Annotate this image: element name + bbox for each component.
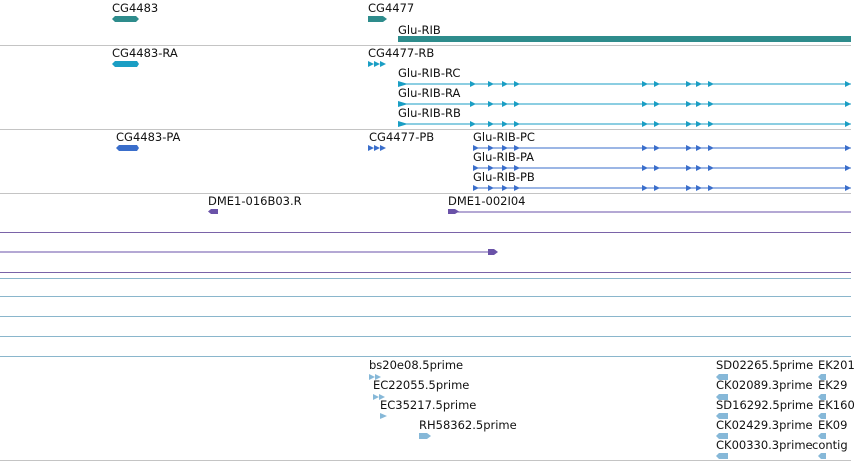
- mrna-feature-cg4483-ra[interactable]: [112, 61, 139, 67]
- mrna-label-cg4477-rb[interactable]: CG4477-RB: [368, 46, 435, 60]
- est-label-ec22055[interactable]: EC22055.5prime: [373, 378, 470, 392]
- mrna-feature-glu-rib-ra[interactable]: [398, 101, 851, 107]
- cds-label-cg4477-pb[interactable]: CG4477-PB: [369, 130, 435, 144]
- est-label-ck02089[interactable]: CK02089.3prime: [716, 378, 813, 392]
- empty-track-line: [0, 296, 851, 297]
- gene-label-cg4483[interactable]: CG4483: [112, 1, 159, 15]
- est-feature-sd16292[interactable]: [716, 413, 728, 419]
- bac-track-line: [0, 232, 851, 233]
- est-label-ek29[interactable]: EK29: [818, 378, 848, 392]
- bac-end-dme1-016b03[interactable]: [208, 209, 218, 214]
- bac-end-dme1-002i04[interactable]: [448, 209, 851, 214]
- cds-feature-cg4477-pb[interactable]: [368, 145, 386, 151]
- est-feature-ec35217[interactable]: [380, 413, 387, 419]
- cds-label-cg4483-pa[interactable]: CG4483-PA: [116, 130, 181, 144]
- est-feature-ek16[interactable]: [818, 413, 826, 419]
- est-feature-ec22055[interactable]: [373, 394, 385, 400]
- est-feature-ek201[interactable]: [818, 374, 826, 380]
- empty-track-line: [0, 278, 851, 279]
- est-feature-contig[interactable]: [818, 453, 826, 459]
- mrna-label-cg4483-ra[interactable]: CG4483-RA: [112, 46, 178, 60]
- cds-label-glu-rib-pb[interactable]: Glu-RIB-PB: [473, 170, 535, 184]
- est-label-ck02429[interactable]: CK02429.3prime: [716, 418, 813, 432]
- gene-label-cg4477[interactable]: CG4477: [368, 1, 415, 15]
- est-feature-bs20e08[interactable]: [369, 374, 381, 380]
- gene-label-glu-rib[interactable]: Glu-RIB: [398, 23, 441, 37]
- bac-label-dme1-016b03[interactable]: DME1-016B03.R: [208, 194, 302, 208]
- est-feature-ek29[interactable]: [818, 394, 826, 400]
- est-feature-ek09[interactable]: [818, 433, 826, 439]
- cds-feature-glu-rib-pa[interactable]: [473, 165, 851, 171]
- gene-feature-cg4483[interactable]: [112, 16, 139, 22]
- est-label-ek16[interactable]: EK160: [818, 398, 855, 412]
- cds-label-glu-rib-pa[interactable]: Glu-RIB-PA: [473, 150, 535, 164]
- empty-track-line: [0, 316, 851, 317]
- mrna-feature-glu-rib-rb[interactable]: [398, 121, 851, 127]
- mrna-feature-glu-rib-rc[interactable]: [398, 81, 851, 87]
- cds-label-glu-rib-pc[interactable]: Glu-RIB-PC: [473, 130, 535, 144]
- est-label-rh58362[interactable]: RH58362.5prime: [419, 418, 517, 432]
- est-feature-rh58362[interactable]: [419, 433, 431, 439]
- est-label-sd16292[interactable]: SD16292.5prime: [716, 398, 814, 412]
- empty-track-line: [0, 336, 851, 337]
- est-label-ec35217[interactable]: EC35217.5prime: [380, 398, 477, 412]
- mrna-feature-cg4477-rb[interactable]: [368, 61, 386, 67]
- bac-feature-long[interactable]: [0, 249, 498, 255]
- cds-feature-glu-rib-pb[interactable]: [473, 185, 851, 191]
- track-separator-mrna-cds: [0, 129, 851, 130]
- mrna-label-glu-rib-ra[interactable]: Glu-RIB-RA: [398, 86, 461, 100]
- est-feature-ck02429[interactable]: [716, 433, 728, 439]
- est-label-contig[interactable]: contig: [812, 438, 848, 452]
- mrna-label-glu-rib-rc[interactable]: Glu-RIB-RC: [398, 66, 461, 80]
- gene-feature-cg4477[interactable]: [368, 16, 387, 22]
- track-separator-genes-mrna: [0, 45, 851, 46]
- bac-track-line: [0, 272, 851, 273]
- gene-feature-glu-rib[interactable]: [398, 36, 851, 42]
- empty-track-line: [0, 356, 851, 357]
- est-feature-ck00330[interactable]: [716, 453, 728, 459]
- est-label-ek09[interactable]: EK09: [818, 418, 848, 432]
- est-feature-ck02089[interactable]: [716, 394, 728, 400]
- est-label-ek201[interactable]: EK201: [818, 358, 855, 372]
- track-separator-cds-bac: [0, 193, 851, 194]
- est-feature-sd02265[interactable]: [716, 374, 728, 380]
- est-label-bs20e08[interactable]: bs20e08.5prime: [369, 358, 464, 372]
- est-label-ck00330[interactable]: CK00330.3prime: [716, 438, 813, 452]
- bac-label-dme1-002i04[interactable]: DME1-002I04: [448, 194, 526, 208]
- mrna-label-glu-rib-rb[interactable]: Glu-RIB-RB: [398, 106, 461, 120]
- cds-feature-cg4483-pa[interactable]: [116, 145, 139, 151]
- cds-feature-glu-rib-pc[interactable]: [473, 145, 851, 151]
- est-label-sd02265[interactable]: SD02265.5prime: [716, 358, 814, 372]
